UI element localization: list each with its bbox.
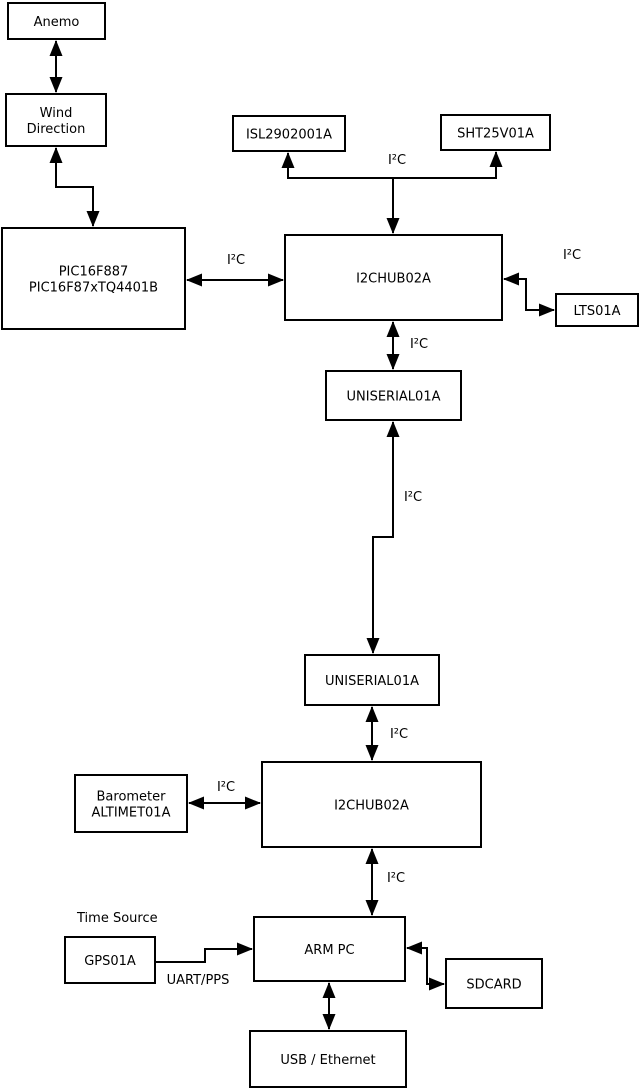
node-sdcard: SDCARD [445, 958, 543, 1009]
i2chub-1-label: I2CHUB02A [356, 272, 431, 287]
arm-pc-box [253, 916, 406, 982]
anemo-label: Anemo [34, 15, 80, 30]
edge-armpc-sdcard [406, 941, 445, 991]
edge-wind-pic [49, 147, 100, 227]
sht-box [440, 114, 551, 151]
gps-box [64, 936, 156, 984]
i2chub-2-box [261, 761, 482, 848]
label-bus-barometer-hub2: I²C [217, 780, 235, 795]
label-bus-hub1-uniserial1: I²C [410, 337, 428, 352]
usb-ethernet-label: USB / Ethernet [280, 1053, 375, 1068]
edge-hub1-lts [503, 272, 555, 317]
arm-pc-label: ARM PC [304, 943, 354, 958]
node-i2chub-1: I2CHUB02A [284, 234, 503, 321]
uniserial-1-label: UNISERIAL01A [347, 390, 441, 405]
node-isl: ISL2902001A [232, 115, 346, 152]
i2chub-2-label: I2CHUB02A [334, 799, 409, 814]
sdcard-box [445, 958, 543, 1009]
gps-label: GPS01A [84, 954, 136, 969]
node-gps: GPS01A [64, 936, 156, 984]
node-sht: SHT25V01A [440, 114, 551, 151]
label-bus-branch: I²C [388, 153, 406, 168]
label-bus-uniserial-link: I²C [404, 490, 422, 505]
lts-box [555, 293, 639, 327]
edge-uniserial1-uniserial2 [366, 421, 400, 654]
uniserial-2-label: UNISERIAL01A [325, 674, 419, 689]
label-bus-uniserial2-hub2: I²C [390, 727, 408, 742]
label-bus-hub2-armpc: I²C [387, 871, 405, 886]
node-anemo: Anemo [7, 2, 106, 40]
label-uart-pps: UART/PPS [167, 973, 230, 988]
label-time-source: Time Source [76, 911, 158, 926]
edge-gps-armpc [155, 942, 253, 963]
i2chub-1-box [284, 234, 503, 321]
isl-label: ISL2902001A [246, 128, 332, 143]
pic-box [1, 227, 186, 330]
label-bus-hub1-lts: I²C [563, 248, 581, 263]
labels-layer: I²C I²C I²C I²C I²C I²C I²C I²C Time SourceUART/… [76, 153, 581, 988]
wind-direction-box [5, 93, 107, 147]
lts-label: LTS01A [573, 304, 620, 319]
uniserial-2-box [304, 654, 440, 706]
barometer-box [74, 774, 188, 833]
sdcard-label: SDCARD [466, 978, 521, 993]
sht-label: SHT25V01A [457, 127, 534, 142]
label-bus-pic-hub1: I²C [227, 253, 245, 268]
usb-ethernet-box [249, 1030, 407, 1088]
node-uniserial-2: UNISERIAL01A [304, 654, 440, 706]
isl-box [232, 115, 346, 152]
edges-layer [49, 40, 555, 1030]
node-uniserial-1: UNISERIAL01A [325, 370, 462, 421]
node-arm-pc: ARM PC [253, 916, 406, 982]
anemo-box [7, 2, 106, 40]
uniserial-1-box [325, 370, 462, 421]
node-usb-ethernet: USB / Ethernet [249, 1030, 407, 1088]
node-lts: LTS01A [555, 293, 639, 327]
node-i2chub-2: I2CHUB02A [261, 761, 482, 848]
